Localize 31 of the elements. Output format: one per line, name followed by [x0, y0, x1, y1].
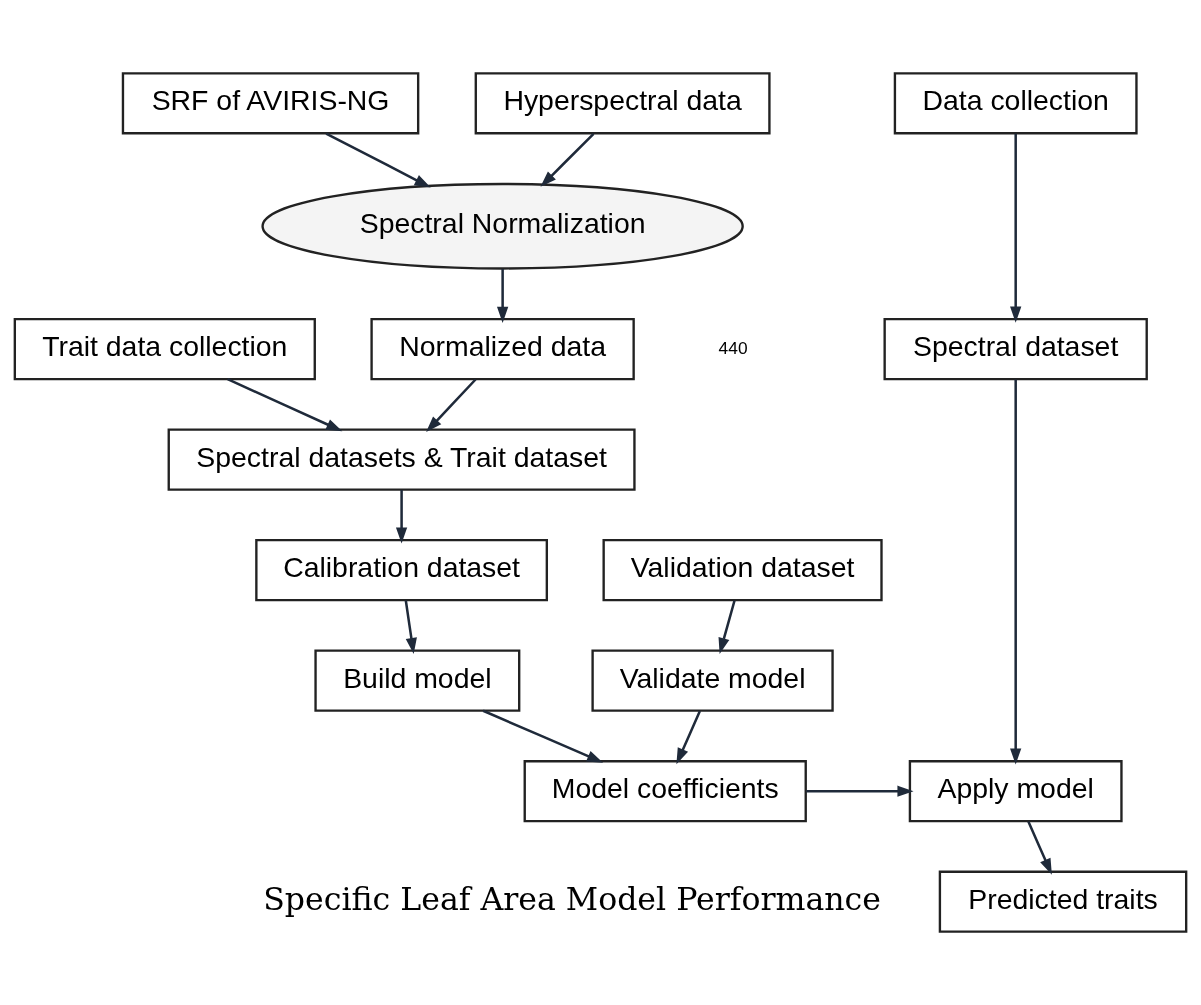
node-box: Hyperspectral data: [474, 72, 771, 135]
node-box: Model coefficients: [523, 760, 807, 823]
node-box: SRF of AVIRIS-NG: [121, 72, 420, 135]
arrow: [806, 785, 914, 797]
node-box: Build model: [314, 649, 521, 712]
label: 440: [718, 337, 748, 358]
arrow: [404, 600, 417, 655]
arrow: [395, 490, 408, 544]
arrow: [496, 269, 509, 323]
node-box: Calibration dataset: [255, 539, 548, 602]
node-box: Trait data collection: [13, 318, 316, 381]
node-box: Spectral dataset: [883, 318, 1148, 381]
arrow: [426, 378, 477, 433]
node-box: Data collection: [893, 72, 1138, 135]
node-box: Normalized data: [370, 318, 635, 381]
node-box: Apply model: [908, 760, 1123, 823]
node-box: Spectral datasets & Trait dataset: [167, 428, 636, 491]
arrow: [1010, 133, 1022, 323]
node-box: Validation dataset: [602, 539, 883, 602]
node-box: Predicted traits: [938, 870, 1188, 933]
arrow: [1010, 379, 1022, 765]
arrow: [227, 378, 343, 432]
arrow: [325, 132, 431, 188]
arrow: [482, 709, 604, 763]
arrow: [718, 600, 736, 654]
arrow: [1027, 821, 1052, 875]
arrow: [540, 133, 595, 187]
arrow: [676, 710, 702, 765]
node-box: Validate model: [591, 649, 834, 712]
node-ellipse: Spectral Normalization: [261, 182, 744, 270]
label: Specific Leaf Area Model Performance: [263, 880, 881, 917]
